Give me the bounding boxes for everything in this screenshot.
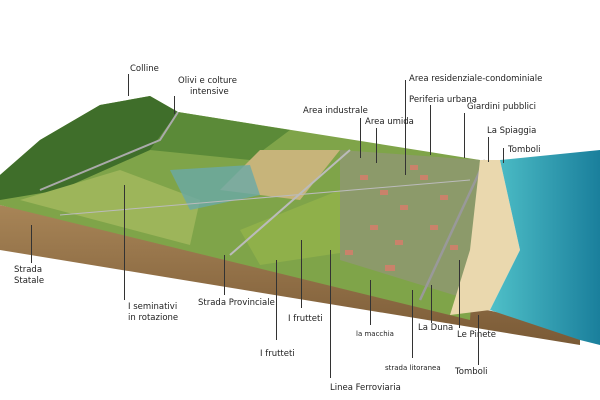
label-spiaggia: La Spiaggia (487, 126, 537, 136)
label-strada-statale-2: Statale (14, 276, 45, 286)
hills-forest (0, 96, 178, 200)
label-olivi-2: intensive (190, 87, 229, 97)
label-seminativi-2: in rotazione (128, 313, 179, 323)
orchards (240, 190, 360, 265)
label-duna: La Duna (418, 323, 454, 333)
label-seminativi: I seminativi (128, 302, 178, 312)
fields (20, 170, 200, 245)
strada-statale (39, 111, 179, 191)
label-tomboli-bottom: Tomboli (455, 367, 488, 377)
label-tomboli-top: Tomboli (508, 145, 541, 155)
sea (490, 150, 600, 345)
label-ferrovia: Linea Ferroviaria (330, 383, 401, 393)
label-periferia: Periferia urbana (409, 95, 477, 105)
label-area-umida: Area umida (365, 117, 414, 127)
ferrovia (59, 179, 471, 216)
label-pinete: Le Pinete (457, 330, 496, 340)
label-frutteti-2: I frutteti (260, 349, 295, 359)
label-strada-litoranea: strada litoranea (385, 364, 441, 372)
label-area-industriale: Area industrale (303, 106, 368, 116)
label-macchia: la macchia (356, 330, 394, 338)
wetland (170, 165, 260, 210)
label-giardini: Giardini pubblici (467, 102, 537, 112)
label-frutteti-1: I frutteti (288, 314, 323, 324)
urban-area (340, 150, 480, 300)
label-olivi: Olivi e colture (178, 76, 237, 86)
label-area-residenziale: Area residenziale-condominiale (409, 74, 543, 84)
beach (450, 160, 520, 315)
label-strada-provinciale: Strada Provinciale (198, 298, 275, 308)
label-colline: Colline (130, 64, 159, 74)
olive-groves (150, 112, 290, 160)
strada-provinciale (229, 149, 351, 256)
strada-litoranea (418, 159, 487, 301)
label-strada-statale: Strada (14, 265, 43, 275)
houses (345, 165, 458, 271)
